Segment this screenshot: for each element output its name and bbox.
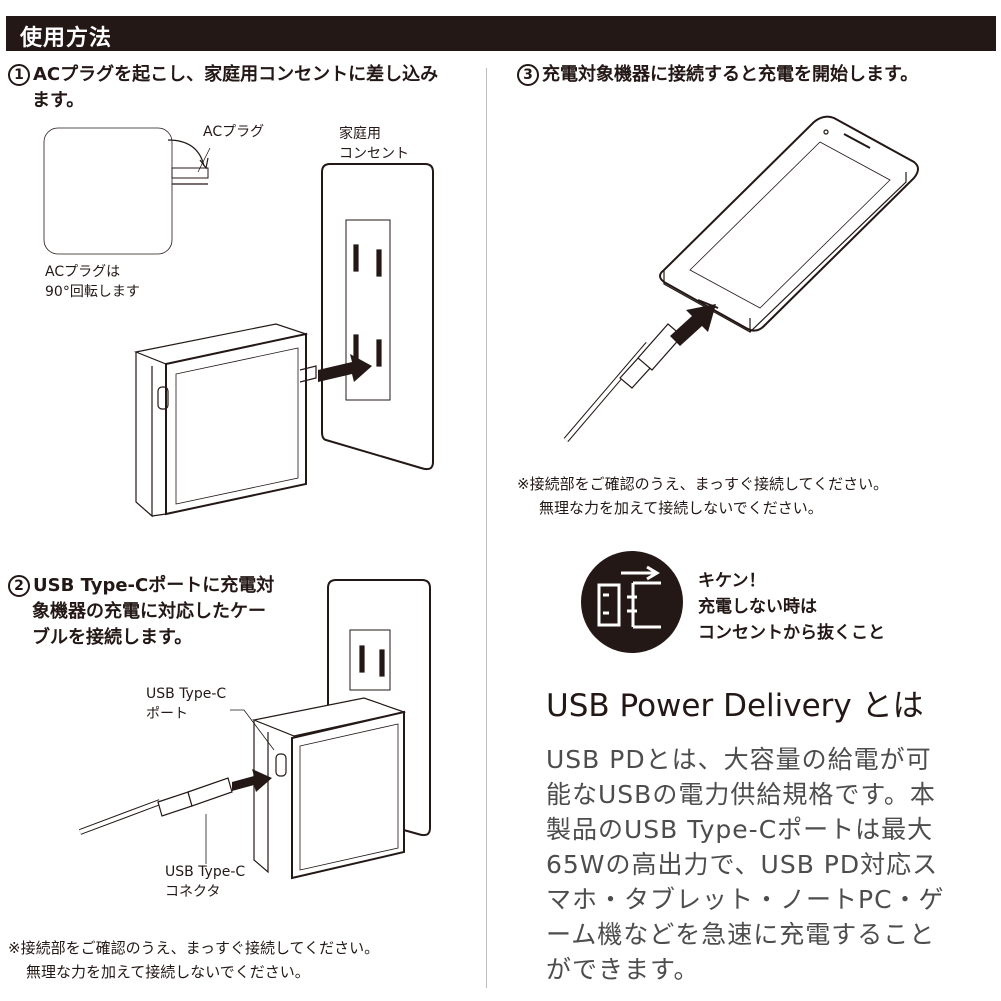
left-caution-note: ※接続部をご確認のうえ、まっすぐ接続してください。 無理な力を加えて接続しないで… — [8, 939, 380, 981]
column-divider — [486, 68, 487, 988]
section-header: 使用方法 — [6, 16, 996, 51]
usb-pd-title: USB Power Delivery とは — [546, 688, 924, 724]
warning-text: キケン！ 充電しない時は コンセントから抜くこと — [698, 571, 885, 643]
unplug-icon — [581, 551, 683, 653]
usb-pd-description: USB PDとは、大容量の給電が可能なUSBの電力供給規格です。本製品のUSB … — [546, 745, 945, 984]
step-2-illustration — [78, 579, 431, 880]
ac-plug-label: ACプラグ — [203, 124, 265, 140]
step-number: 3 — [517, 64, 539, 86]
step-3-illustration — [563, 115, 919, 442]
section-title: 使用方法 — [20, 26, 113, 51]
right-caution-note: ※接続部をご確認のうえ、まっすぐ接続してください。 無理な力を加えて接続しないで… — [517, 475, 889, 517]
step-number: 1 — [8, 64, 30, 86]
step-1-illustration — [43, 127, 434, 518]
step-number: 2 — [8, 575, 30, 597]
outlet-label: 家庭用コンセント — [339, 126, 409, 162]
